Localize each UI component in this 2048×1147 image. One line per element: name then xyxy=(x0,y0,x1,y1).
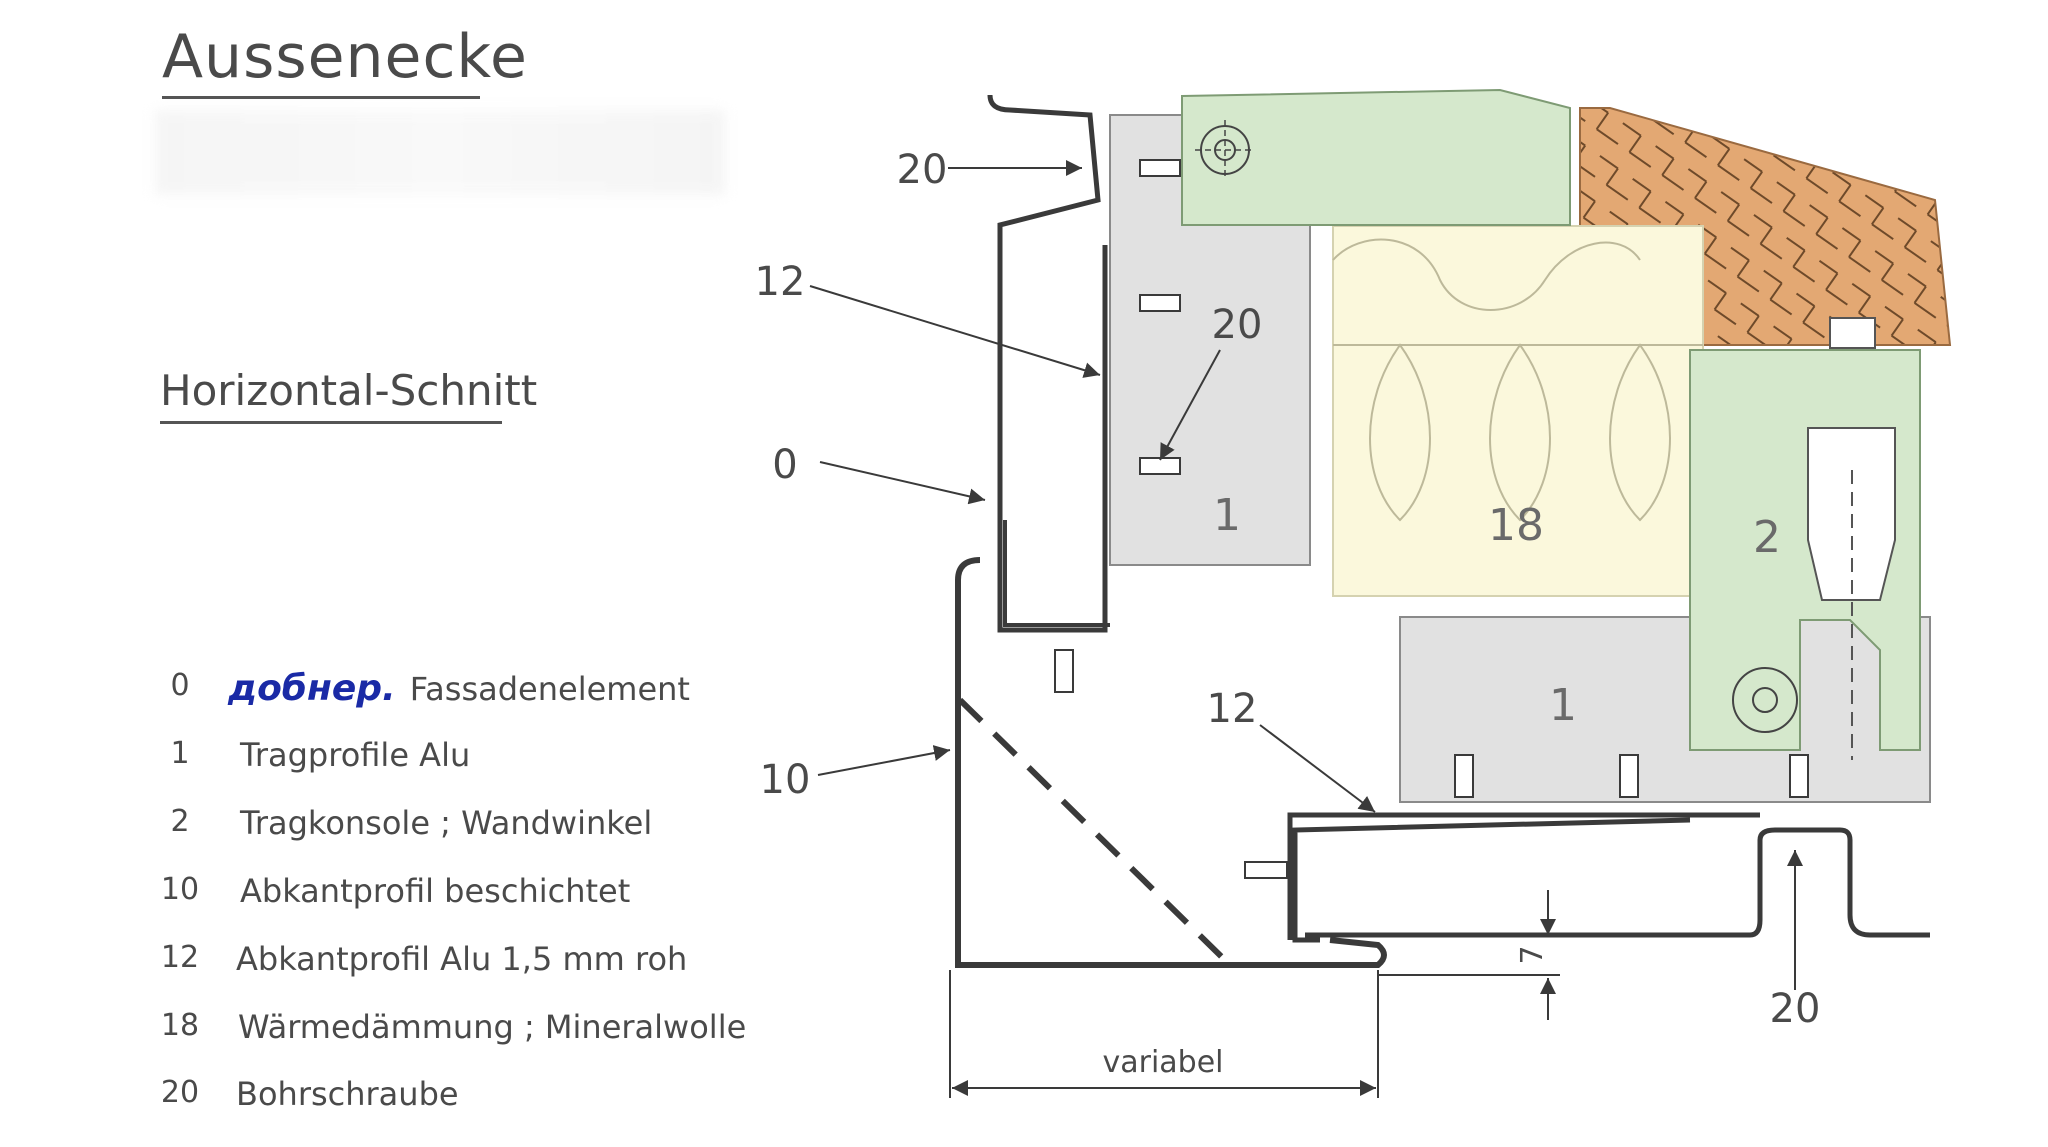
dimension-variable xyxy=(949,970,1379,1098)
brand-logo: добнер. xyxy=(228,668,396,709)
page-title: Aussenecke xyxy=(162,22,528,92)
facade-element-0 xyxy=(987,94,1108,633)
legend-num: 12 xyxy=(160,940,200,975)
legend-label: Tragkonsole ; Wandwinkel xyxy=(240,804,653,842)
label-rail-bottom: 1 xyxy=(1549,680,1577,731)
section-subtitle: Horizontal-Schnitt xyxy=(160,366,538,415)
callout-profile-bottom: 12 xyxy=(1207,686,1258,732)
legend-label: Bohrschraube xyxy=(236,1075,459,1113)
legend-num: 18 xyxy=(160,1008,200,1043)
label-rail-left: 1 xyxy=(1213,490,1241,541)
legend-label: Tragprofile Alu xyxy=(240,736,471,774)
facade-bottom-panel xyxy=(1305,827,1930,938)
outer-shell-bottom xyxy=(1287,812,1760,940)
edge-profile-10 xyxy=(955,557,1387,968)
profile-12-left xyxy=(1003,520,1110,627)
blurred-subtitle xyxy=(155,110,725,195)
callout-screw-bottom: 20 xyxy=(1770,986,1821,1032)
legend-label: Fassadenelement xyxy=(409,670,690,708)
legend-num: 20 xyxy=(160,1075,200,1110)
legend-num: 2 xyxy=(170,804,190,839)
subtitle-underline xyxy=(160,421,502,424)
callout-screw-top: 20 xyxy=(897,147,948,193)
callout-edge-profile: 10 xyxy=(760,757,811,803)
legend-label: Abkantprofil Alu 1,5 mm roh xyxy=(236,940,688,978)
profile-12-bottom xyxy=(1292,817,1691,943)
dimension-gap-label: 7 xyxy=(1515,945,1550,964)
screw-icons xyxy=(1054,159,1809,879)
dimension-variable-label: variabel xyxy=(1102,1045,1223,1080)
legend-label: Abkantprofil beschichtet xyxy=(240,872,631,910)
dimension-gap xyxy=(1378,890,1560,1020)
legend-label: Wärmedämmung ; Mineralwolle xyxy=(238,1008,747,1046)
diagonal-dashed xyxy=(957,697,1233,968)
legend-num: 10 xyxy=(160,872,200,907)
label-bracket: 2 xyxy=(1753,512,1781,563)
rail-bottom-1: 1 xyxy=(1399,616,1931,803)
legend-num: 1 xyxy=(170,736,190,771)
callout-leaders xyxy=(809,160,1803,990)
label-insulation: 18 xyxy=(1488,500,1544,551)
callout-screw-mid: 20 xyxy=(1212,302,1263,348)
callout-element: 0 xyxy=(772,442,797,488)
bracket-2: 2 xyxy=(1689,317,1921,760)
bracket-top xyxy=(1181,88,1571,226)
legend-num: 0 xyxy=(170,668,190,703)
title-underline xyxy=(162,96,480,99)
insulation-18: 18 xyxy=(1332,225,1704,597)
legend-text: добнер. Fassadenelement xyxy=(228,668,690,709)
callout-profile-left: 12 xyxy=(755,259,806,305)
